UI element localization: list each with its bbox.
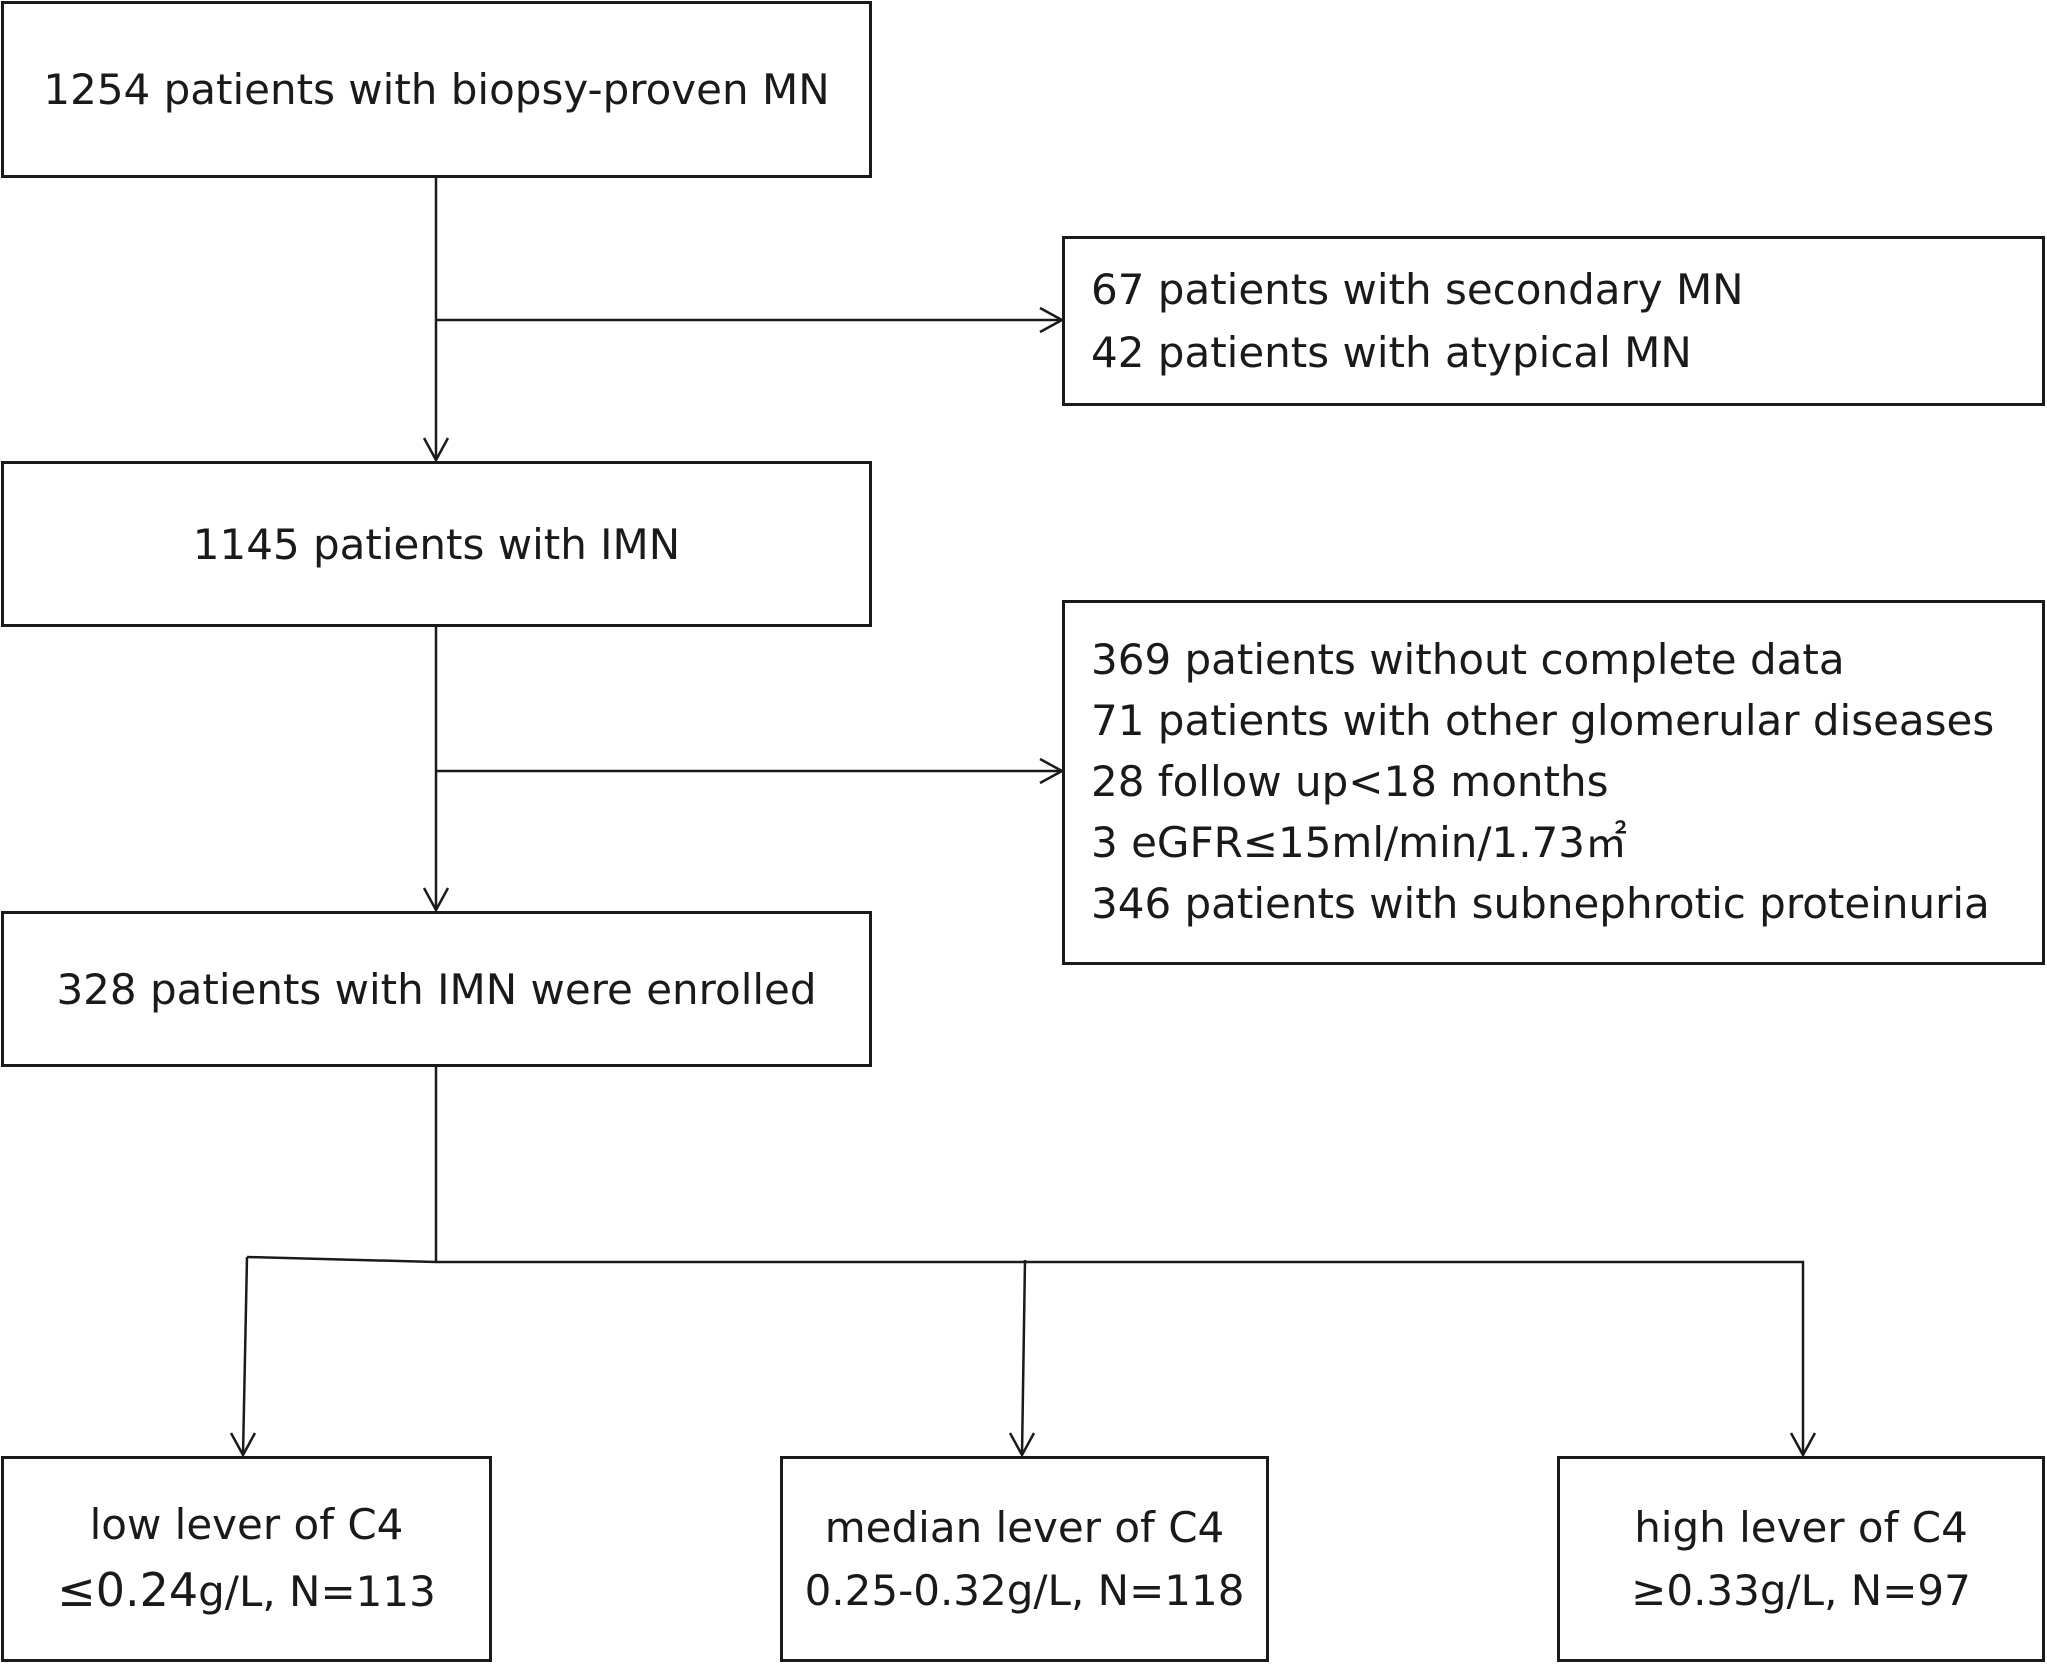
connector-to-median: [1020, 1259, 1027, 1456]
exclusion2-line-3: 28 follow up<18 months: [1091, 757, 1609, 807]
exclusion1-box: 67 patients with secondary MN 42 patient…: [1062, 236, 2045, 406]
exclusion1-line-2: 42 patients with atypical MN: [1091, 328, 1692, 377]
exclusion2-box: 369 patients without complete data 71 pa…: [1062, 600, 2045, 965]
exclusion2-line-2: 71 patients with other glomerular diseas…: [1091, 696, 1995, 746]
low-c4-value: ≤0.24g/L, N=113: [57, 1556, 436, 1625]
start-text: 1254 patients with biopsy-proven MN: [43, 65, 830, 114]
enrolled-box: 328 patients with IMN were enrolled: [1, 911, 872, 1067]
high-c4-title: high lever of C4: [1634, 1503, 1968, 1552]
enrolled-text: 328 patients with IMN were enrolled: [56, 964, 817, 1014]
low-c4-box: low lever of C4 ≤0.24g/L, N=113: [1, 1456, 492, 1662]
connector-split-bar: [246, 1255, 1805, 1455]
arrowhead-median: [1008, 1432, 1036, 1458]
arrowhead-imn: [422, 437, 450, 463]
high-c4-value: ≥0.33g/L, N=97: [1631, 1566, 1971, 1615]
arrowhead-low: [229, 1432, 257, 1458]
high-c4-box: high lever of C4 ≥0.33g/L, N=97: [1557, 1456, 2045, 1662]
exclusion1-line-1: 67 patients with secondary MN: [1091, 265, 1744, 314]
median-c4-value: 0.25-0.32g/L, N=118: [804, 1566, 1245, 1615]
exclusion2-line-5: 346 patients with subnephrotic proteinur…: [1091, 878, 1990, 928]
imn-box: 1145 patients with IMN: [1, 461, 872, 627]
low-c4-count: g/L, N=113: [198, 1567, 436, 1616]
low-c4-threshold: ≤0.24: [57, 1563, 199, 1617]
low-c4-title: low lever of C4: [89, 1500, 404, 1549]
exclusion2-line-1: 369 patients without complete data: [1091, 635, 1845, 685]
exclusion2-line-4: 3 eGFR≤15ml/min/1.73㎡: [1091, 817, 1628, 867]
connector-to-low: [241, 1256, 249, 1456]
start-box: 1254 patients with biopsy-proven MN: [1, 1, 872, 178]
median-c4-title: median lever of C4: [824, 1503, 1225, 1552]
imn-text: 1145 patients with IMN: [192, 519, 681, 569]
arrowhead-enrolled: [422, 887, 450, 913]
arrowhead-high: [1789, 1432, 1817, 1458]
median-c4-box: median lever of C4 0.25-0.32g/L, N=118: [780, 1456, 1269, 1662]
